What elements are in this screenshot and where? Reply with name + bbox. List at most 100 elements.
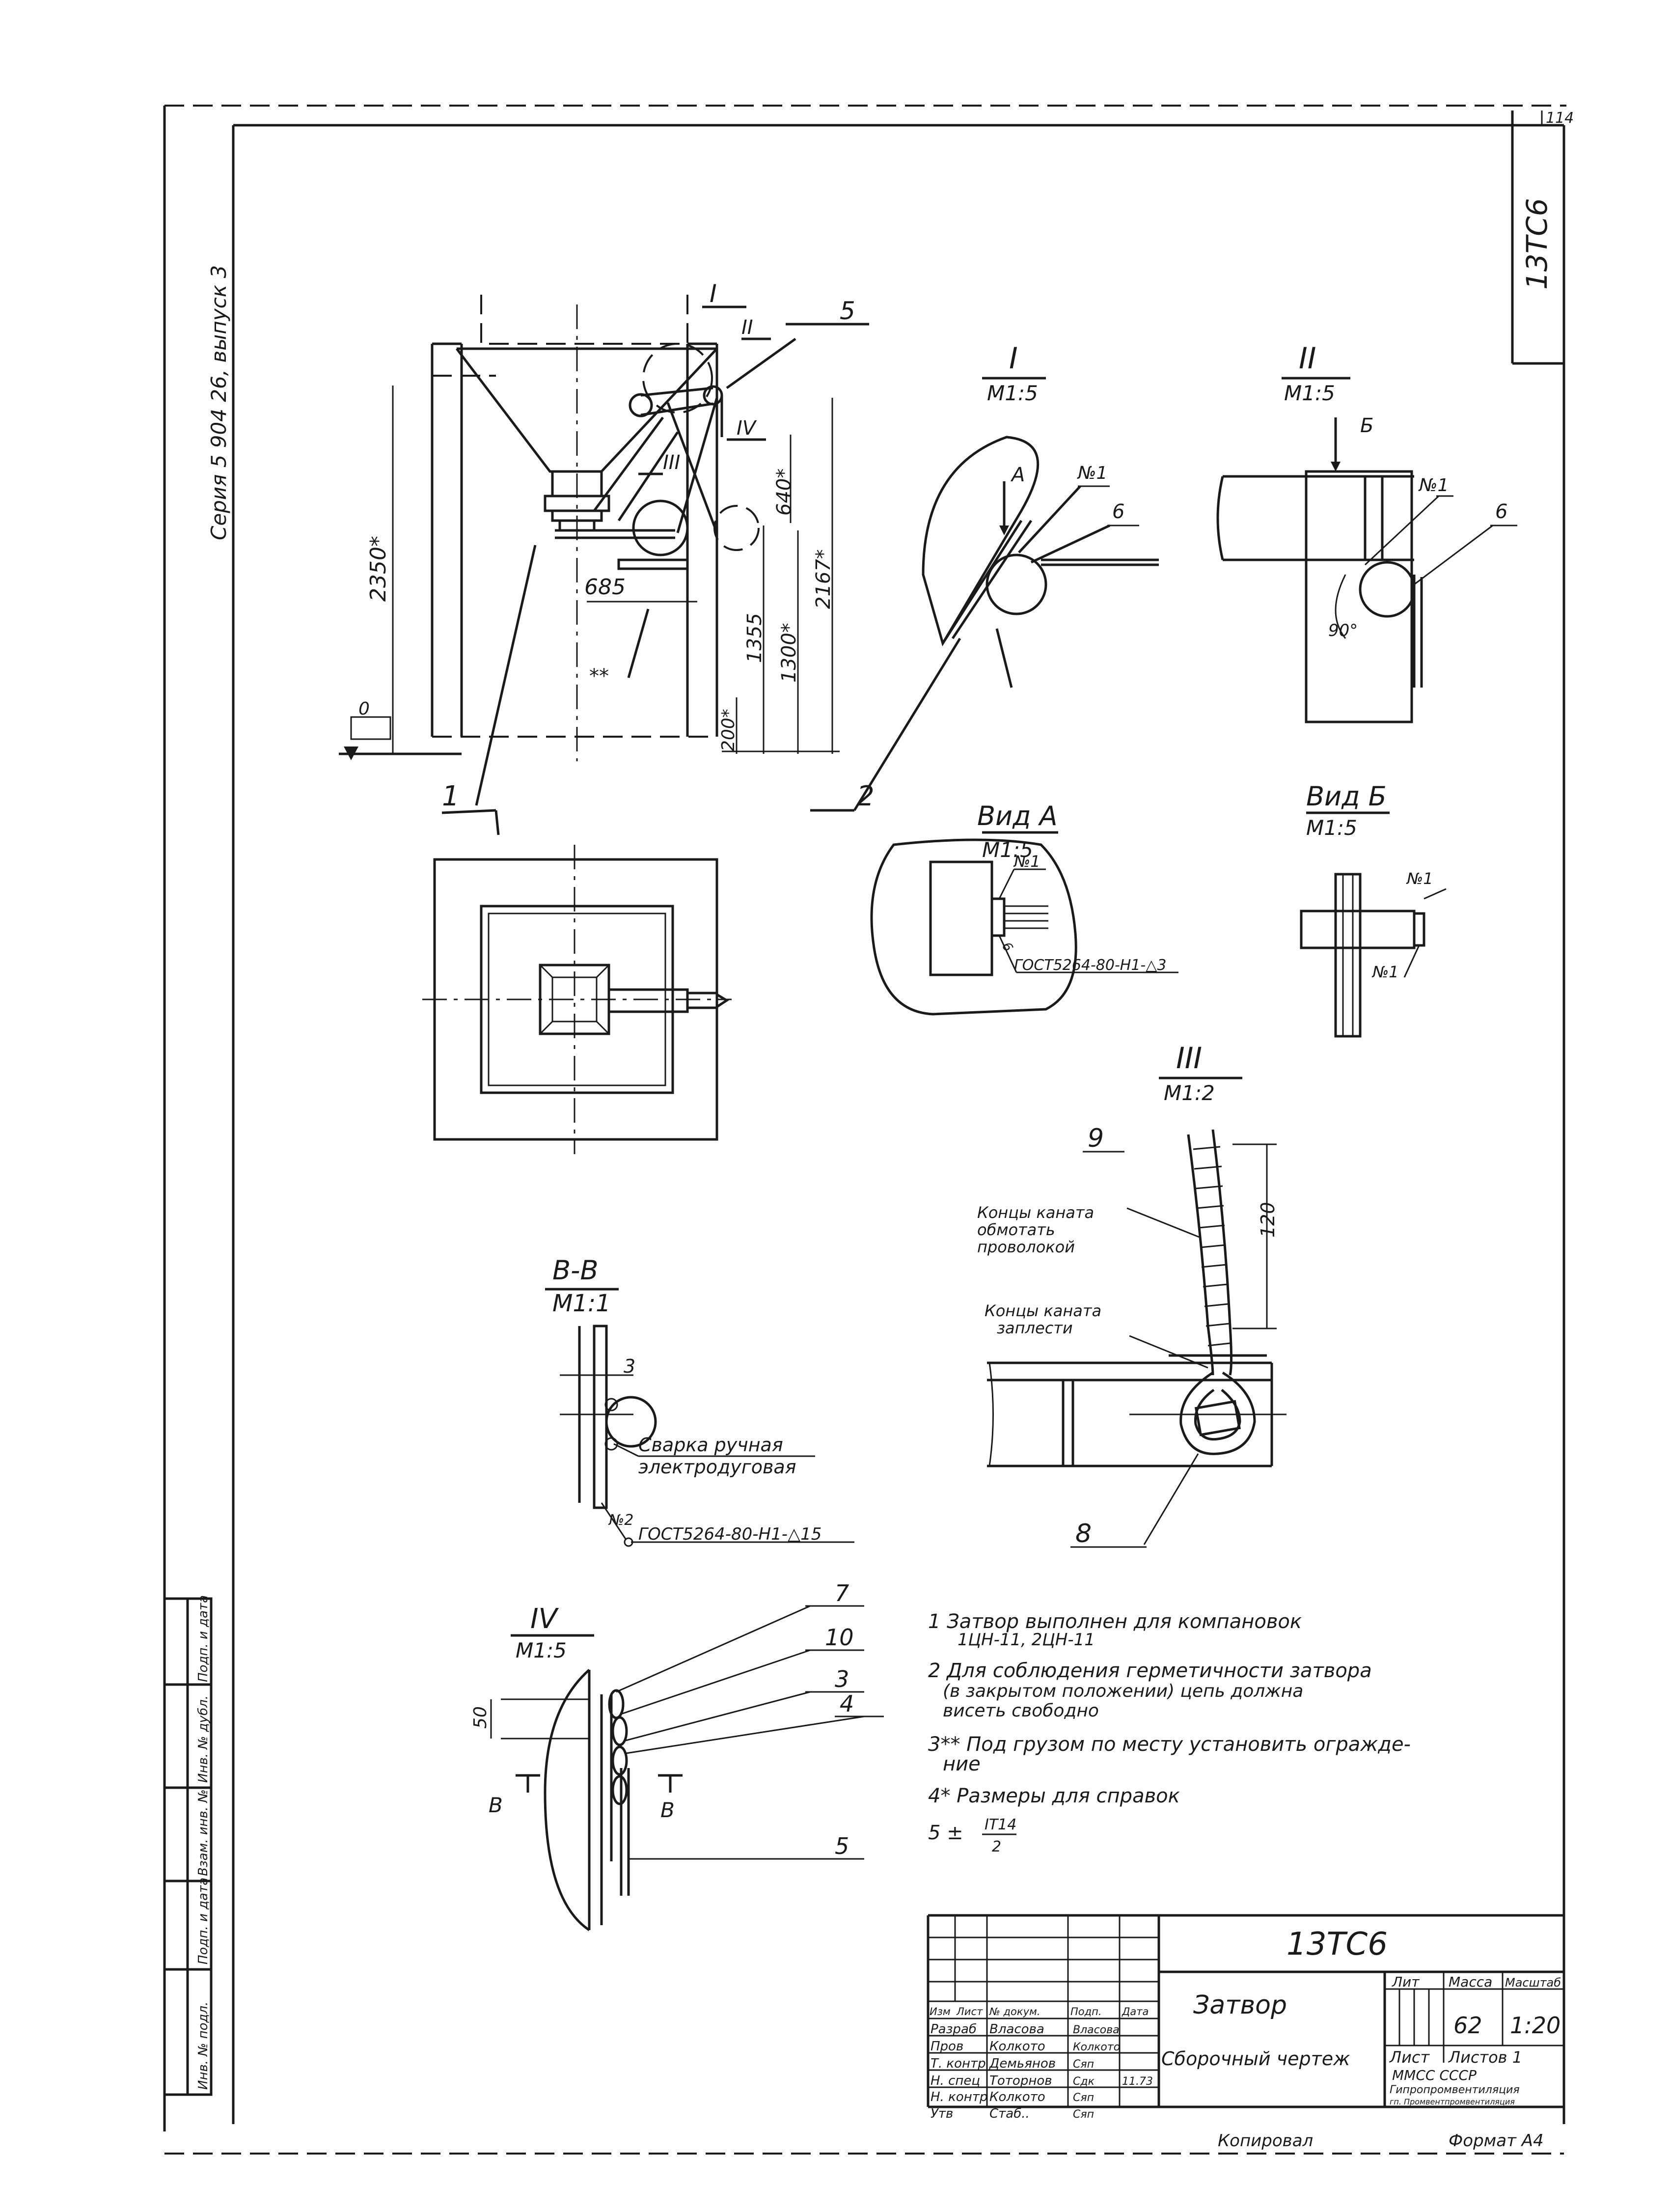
- view-B-n1-bottom: №1: [1371, 963, 1399, 981]
- dim-1300: 1300*: [778, 623, 800, 683]
- row-4-role: Н. спец: [931, 2074, 980, 2088]
- callout-1: 1: [442, 780, 460, 812]
- head-col-3: № докум.: [989, 2006, 1040, 2018]
- view-A-scale: M1:5: [982, 838, 1033, 862]
- note-2-line2: (в закрытом положении) цепь должна: [943, 1681, 1303, 1701]
- view-B-title: Вид Б: [1306, 781, 1387, 812]
- detail-IV-4: 4: [840, 1690, 854, 1717]
- side-stamp-cell-3: Взам. инв. №: [196, 1789, 211, 1876]
- row-1-name: Власова: [989, 2022, 1044, 2037]
- detail-III-note2-l2: заплести: [997, 1319, 1073, 1337]
- view-A-n1: №1: [1013, 852, 1040, 871]
- side-stamp: [163, 1597, 213, 2096]
- row-3-role: Т. контр: [931, 2056, 986, 2071]
- detail-III-dim-120: 120: [1257, 1202, 1279, 1238]
- note-4-line1: 4* Размеры для справок: [928, 1785, 1180, 1807]
- format-label: Формат А4: [1449, 2131, 1544, 2151]
- section-BB-weld-l1: Сварка ручная: [638, 1434, 783, 1456]
- detail-III-9: 9: [1088, 1124, 1104, 1153]
- tolerance-prefix: 5 ±: [928, 1822, 963, 1844]
- tolerance-denominator: 2: [992, 1838, 1001, 1855]
- section-BB-gost: ГОСТ5264-80-Н1-△15: [638, 1524, 821, 1544]
- detail-II: [1216, 377, 1517, 723]
- view-A-title: Вид А: [977, 801, 1058, 831]
- view-A: [870, 831, 1178, 1016]
- tolerance-numerator: IT14: [985, 1816, 1016, 1833]
- row-4-date: 11.73: [1122, 2075, 1153, 2088]
- dim-200: 200*: [718, 709, 739, 751]
- sheet-number: 114: [1546, 110, 1574, 127]
- note-3-line2: ние: [943, 1753, 981, 1775]
- label-IV: IV: [737, 417, 757, 440]
- view-B-n1-top: №1: [1406, 869, 1433, 888]
- label-I: I: [710, 279, 717, 308]
- row-1-sign: Власова: [1073, 2024, 1120, 2036]
- section-BB-weld-l2: электродуговая: [638, 1456, 796, 1478]
- copied-label: Копировал: [1218, 2131, 1313, 2151]
- row-2-sign: Колкото: [1073, 2041, 1120, 2053]
- double-star: **: [589, 665, 609, 688]
- detail-I: [810, 377, 1159, 812]
- row-6-role: Утв: [931, 2106, 953, 2121]
- note-2-line1: 2 Для соблюдения герметичности затвора: [928, 1659, 1372, 1682]
- detail-II-B: Б: [1360, 415, 1373, 437]
- callout-2: 2: [857, 780, 875, 812]
- detail-I-title: I: [1009, 341, 1018, 376]
- detail-III-scale: M1:2: [1164, 1081, 1215, 1105]
- detail-II-6: 6: [1495, 500, 1507, 523]
- view-B: [1300, 811, 1447, 1038]
- side-stamp-cell-5: Подп. и дата: [196, 1595, 211, 1682]
- section-BB-n2: №2: [608, 1512, 633, 1529]
- level-0: 0: [358, 699, 370, 719]
- org-line1: ММСС СССР: [1392, 2067, 1477, 2083]
- note-2-line3: висеть свободно: [943, 1701, 1099, 1721]
- detail-IV-5: 5: [835, 1833, 849, 1859]
- row-2-name: Колкото: [989, 2039, 1045, 2054]
- main-elevation-view: [339, 295, 869, 835]
- row-3-sign: Сяп: [1073, 2058, 1094, 2071]
- label-II: II: [741, 316, 753, 339]
- dim-1355: 1355: [743, 613, 766, 663]
- dim-2350: 2350*: [366, 536, 391, 602]
- detail-IV: [490, 1605, 884, 1932]
- section-BB-scale: M1:1: [552, 1290, 611, 1317]
- title-code: 13ТС6: [1287, 1926, 1388, 1963]
- row-6-name: Стаб..: [989, 2106, 1030, 2121]
- title-name: Затвор: [1193, 1991, 1287, 2020]
- row-5-role: Н. контр: [931, 2090, 987, 2104]
- section-BB-dim-3: 3: [624, 1355, 635, 1377]
- note-1-line1: 1 Затвор выполнен для компановок: [928, 1610, 1302, 1633]
- org-line2: Гипропромвентиляция: [1390, 2084, 1520, 2096]
- row-4-name: Тоторнов: [989, 2074, 1052, 2088]
- col-mass: Масса: [1449, 1974, 1492, 1990]
- side-stamp-cell-4: Инв. № дубл.: [196, 1695, 211, 1783]
- row-4-sign: Сдк: [1073, 2075, 1095, 2088]
- dim-2167: 2167*: [812, 549, 835, 609]
- dim-640: 640*: [773, 469, 795, 516]
- dim-685: 685: [584, 575, 626, 600]
- mass-value: 62: [1453, 2012, 1482, 2039]
- detail-III-note1-l2: обмотать: [977, 1220, 1055, 1239]
- row-1-role: Разраб: [931, 2022, 977, 2037]
- side-stamp-cell-2: Подп. и дата: [196, 1878, 211, 1964]
- org-line3: гп. Промвентпромвентиляция: [1390, 2097, 1515, 2106]
- detail-I-n1: №1: [1077, 463, 1107, 483]
- col-scale: Масштаб: [1505, 1976, 1561, 1990]
- row-2-role: Пров: [931, 2039, 963, 2054]
- detail-I-scale: M1:5: [987, 381, 1038, 405]
- detail-IV-3: 3: [835, 1666, 849, 1692]
- detail-II-n1: №1: [1418, 475, 1449, 496]
- title-doc-type: Сборочный чертеж: [1161, 2048, 1350, 2070]
- note-1-line2: 1ЦН-11, 2ЦН-11: [958, 1630, 1095, 1650]
- sheet-frame: [163, 105, 1566, 2155]
- sheet-label: Лист: [1389, 2048, 1430, 2067]
- series-label: Серия 5 904 26, выпуск 3: [207, 265, 231, 540]
- title-block: [927, 1914, 1564, 2108]
- title-rows: Разраб Власова Власова Пров Колкото Колк…: [931, 2022, 1153, 2121]
- row-5-name: Колкото: [989, 2090, 1045, 2104]
- detail-IV-7: 7: [835, 1580, 849, 1606]
- sheets-label: Листов 1: [1448, 2048, 1522, 2067]
- detail-IV-scale: M1:5: [516, 1638, 567, 1662]
- label-5: 5: [840, 297, 855, 325]
